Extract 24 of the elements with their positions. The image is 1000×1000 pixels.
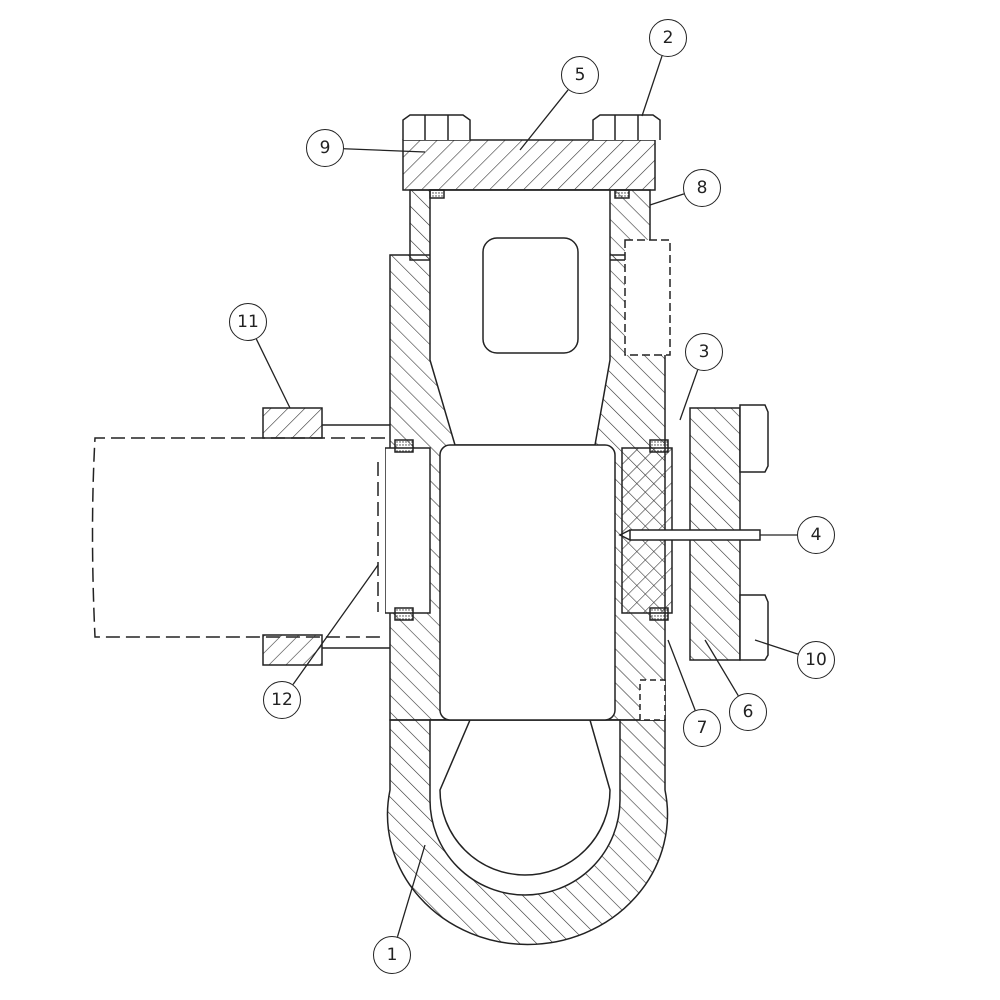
callout-number: 3 xyxy=(685,333,723,371)
callout-number: 1 xyxy=(373,936,411,974)
leader-line xyxy=(396,844,426,937)
leader-line xyxy=(256,338,291,408)
leader-line xyxy=(754,639,798,655)
callout-number: 10 xyxy=(797,641,835,679)
callout-number: 12 xyxy=(263,681,301,719)
callout-number: 8 xyxy=(683,169,721,207)
callout-number: 11 xyxy=(229,303,267,341)
leader-line xyxy=(679,370,698,420)
leader-line xyxy=(520,89,569,150)
leader-line xyxy=(641,56,663,116)
callout-number: 4 xyxy=(797,516,835,554)
leader-line xyxy=(760,534,797,536)
leader-line xyxy=(667,640,696,710)
callout-number: 6 xyxy=(729,693,767,731)
callout-number: 7 xyxy=(683,709,721,747)
leader-line xyxy=(344,148,426,153)
callout-number: 5 xyxy=(561,56,599,94)
callout-number: 2 xyxy=(649,19,687,57)
leader-line xyxy=(704,640,739,696)
leader-line xyxy=(650,193,684,206)
leader-line xyxy=(292,564,379,685)
callout-number: 9 xyxy=(306,129,344,167)
